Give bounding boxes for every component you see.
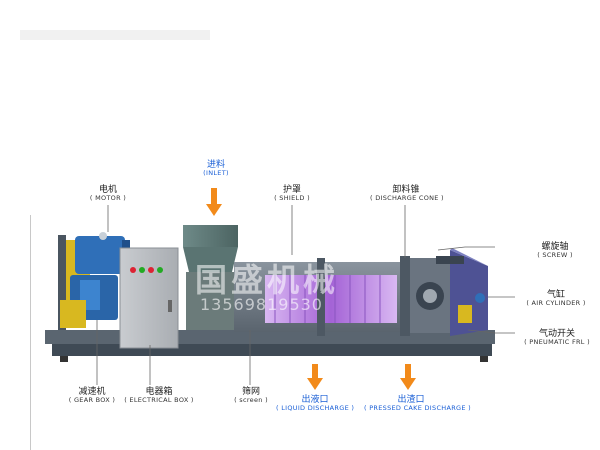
leader-lines [96, 205, 515, 385]
screen-body [234, 256, 410, 336]
label-discharge-cone-cn: 卸料锥 [392, 185, 420, 195]
label-shield-cn: 护罩 [282, 185, 301, 195]
label-motor: 电机 ( MOTOR ) [84, 185, 132, 203]
label-pneumatic-cn: 气动开关 [538, 329, 575, 339]
label-air-cylinder: 气缸 ( AIR CYLINDER ) [518, 290, 594, 308]
label-motor-cn: 电机 [98, 185, 117, 195]
base-frame [45, 330, 495, 362]
label-discharge-cone-en: ( DISCHARGE CONE ) [370, 194, 444, 203]
label-gear-box-cn: 减速机 [78, 387, 106, 397]
label-pressed-discharge-en: ( PRESSED CAKE DISCHARGE ) [364, 404, 471, 413]
label-gear-box: 减速机 ( GEAR BOX ) [64, 387, 120, 405]
label-pressed-discharge-cn: 出渣口 [397, 395, 425, 405]
label-liquid-discharge: 出液口 ( LIQUID DISCHARGE ) [276, 395, 354, 413]
motor-assembly [58, 232, 130, 330]
watermark-company: 国盛机械 [195, 261, 340, 299]
label-electrical-box: 电器箱 ( ELECTRICAL BOX ) [124, 387, 194, 405]
label-shield-en: ( SHIELD ) [274, 194, 310, 203]
label-liquid-discharge-en: ( LIQUID DISCHARGE ) [276, 404, 355, 413]
label-screw-en: ( SCREW ) [537, 251, 573, 260]
label-screen: 筛网 ( screen ) [226, 387, 276, 405]
label-pneumatic: 气动开关 ( PNEUMATIC FRL ) [518, 329, 596, 347]
label-air-cylinder-cn: 气缸 [546, 290, 565, 300]
label-screw-cn: 螺旋轴 [541, 242, 569, 252]
label-gear-box-en: ( GEAR BOX ) [68, 396, 116, 405]
label-liquid-discharge-cn: 出液口 [301, 395, 329, 405]
label-screen-en: ( screen ) [234, 396, 268, 405]
left-guide-line [30, 215, 31, 450]
discharge-end [410, 248, 488, 336]
label-inlet-cn: 进料 [206, 160, 225, 170]
inlet-hopper [183, 225, 238, 330]
label-shield: 护罩 ( SHIELD ) [268, 185, 316, 203]
label-screw: 螺旋轴 ( SCREW ) [525, 242, 585, 260]
label-screen-cn: 筛网 [241, 387, 260, 397]
label-air-cylinder-en: ( AIR CYLINDER ) [526, 299, 586, 308]
watermark-phone: 13569819530 [200, 295, 323, 314]
electrical-box [119, 247, 179, 349]
label-inlet: 进料 (INLET) [196, 160, 236, 178]
label-electrical-box-en: ( ELECTRICAL BOX ) [124, 396, 194, 405]
label-inlet-en: (INLET) [203, 169, 229, 178]
label-motor-en: ( MOTOR ) [89, 194, 127, 203]
label-pneumatic-en: ( PNEUMATIC FRL ) [524, 338, 590, 347]
faint-background-stripe [20, 30, 210, 40]
flow-arrows [206, 188, 416, 390]
label-pressed-discharge: 出渣口 ( PRESSED CAKE DISCHARGE ) [364, 395, 471, 413]
label-discharge-cone: 卸料锥 ( DISCHARGE CONE ) [370, 185, 444, 203]
label-electrical-box-cn: 电器箱 [145, 387, 173, 397]
